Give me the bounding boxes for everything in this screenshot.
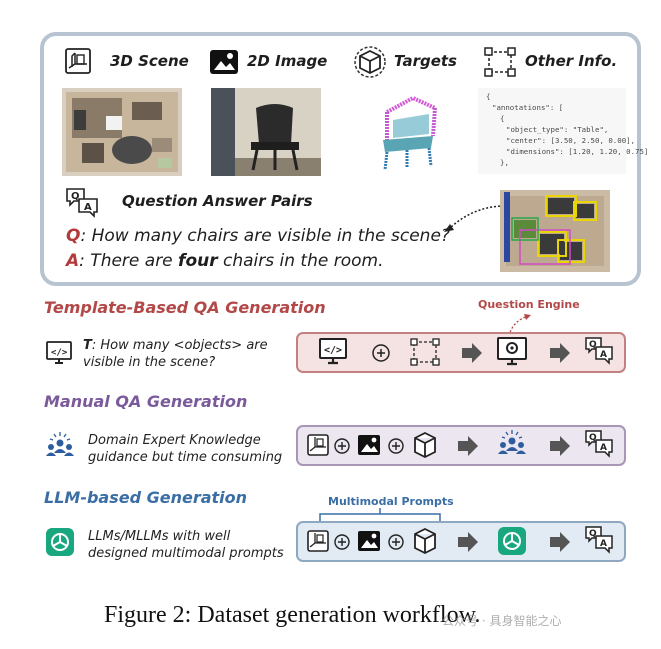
- svg-text:A: A: [600, 539, 607, 549]
- plus-icon: [335, 535, 349, 549]
- qa-chat-icon: Q A: [64, 186, 100, 218]
- svg-text:</>: </>: [51, 348, 68, 358]
- scene-label: 3D Scene: [110, 52, 189, 70]
- watermark: 公众号 · 具身智能之心: [442, 612, 561, 629]
- manual-pipeline-icons: Q A: [296, 425, 626, 466]
- llm-logo-icon: [45, 527, 75, 557]
- expert-group-icon: [498, 430, 526, 454]
- scene-3d-image: [62, 88, 182, 176]
- answer-prefix: A: [66, 251, 79, 271]
- question-example: Q: How many chairs are visible in the sc…: [66, 226, 450, 246]
- scene-3d-icon: [64, 47, 92, 75]
- qa-chat-icon: Q A: [586, 431, 612, 456]
- target-cube-icon: [415, 433, 435, 457]
- annotated-scene-image: [500, 190, 610, 272]
- scene-3d-icon: [308, 531, 328, 551]
- qa-pairs-label: Question Answer Pairs: [122, 192, 313, 210]
- targets-label: Targets: [394, 52, 457, 70]
- template-section-title: Template-Based QA Generation: [44, 298, 326, 317]
- image-icon: [208, 48, 240, 76]
- answer-example: A: There are four chairs in the room.: [66, 251, 383, 271]
- answer-text-bold: four: [178, 251, 218, 271]
- manual-section-title: Manual QA Generation: [44, 392, 247, 411]
- target-cube-icon: [353, 45, 387, 79]
- manual-desc-line2: guidance but time consuming: [88, 449, 282, 466]
- multimodal-prompts-label: Multimodal Prompts: [328, 495, 454, 508]
- code-monitor-icon: </>: [45, 340, 73, 366]
- arrow-right-icon: [550, 343, 570, 363]
- target-pointcloud: [373, 90, 445, 174]
- arrow-right-icon: [458, 436, 478, 456]
- svg-text:</>: </>: [324, 345, 342, 356]
- arrow-right-icon: [458, 532, 478, 552]
- question-prefix: Q: [66, 226, 80, 246]
- manual-description: Domain Expert Knowledge guidance but tim…: [88, 432, 282, 466]
- svg-text:A: A: [84, 202, 92, 213]
- llm-desc-line2: designed multimodal prompts: [88, 545, 284, 562]
- llm-pipeline-icons: Q A: [296, 521, 626, 562]
- arrow-right-icon: [550, 436, 570, 456]
- scene-3d-icon: [308, 435, 328, 455]
- llm-description: LLMs/MLLMs with well designed multimodal…: [88, 528, 284, 562]
- gear-monitor-icon: [498, 338, 526, 364]
- plus-icon: [335, 439, 349, 453]
- llm-logo-icon: [498, 527, 526, 555]
- qa-chat-icon: Q A: [586, 338, 612, 363]
- template-desc-line1: T: How many <objects> are: [83, 337, 268, 354]
- svg-text:A: A: [600, 443, 607, 453]
- manual-desc-line1: Domain Expert Knowledge: [88, 432, 282, 449]
- image-2d-photo: [211, 88, 321, 176]
- template-desc-line2: visible in the scene?: [83, 354, 268, 371]
- code-line: },: [500, 156, 509, 169]
- annotation-snippet: { "annotations": [ { "object_type": "Tab…: [478, 88, 626, 174]
- image-label: 2D Image: [247, 52, 327, 70]
- bbox-icon: [484, 47, 516, 77]
- template-pipeline-icons: </> Q A: [296, 332, 626, 373]
- code-line: "dimensions": [1.20, 1.20, 0.75]: [506, 145, 648, 158]
- svg-text:A: A: [600, 350, 607, 360]
- image-icon: [358, 531, 380, 551]
- other-info-label: Other Info.: [525, 52, 617, 70]
- arrow-right-icon: [550, 532, 570, 552]
- qa-chat-icon: Q A: [586, 527, 612, 552]
- llm-desc-line1: LLMs/MLLMs with well: [88, 528, 284, 545]
- answer-text-pre: : There are: [79, 251, 178, 271]
- code-line: {: [500, 112, 504, 125]
- image-icon: [358, 435, 380, 455]
- target-cube-icon: [415, 529, 435, 553]
- plus-icon: [389, 535, 403, 549]
- template-desc-text: : How many <objects> are: [92, 338, 268, 353]
- figure-caption: Figure 2: Dataset generation workflow.: [104, 602, 480, 629]
- bbox-icon: [411, 339, 439, 365]
- llm-section-title: LLM-based Generation: [44, 488, 247, 507]
- expert-group-icon: [44, 430, 76, 460]
- answer-text-post: chairs in the room.: [218, 251, 384, 271]
- code-line: {: [486, 90, 490, 103]
- plus-icon: [373, 345, 389, 361]
- template-description: T: How many <objects> are visible in the…: [83, 337, 268, 371]
- code-monitor-icon: </>: [320, 339, 346, 363]
- question-text: : How many chairs are visible in the sce…: [80, 226, 449, 246]
- plus-icon: [389, 439, 403, 453]
- arrow-right-icon: [462, 343, 482, 363]
- template-desc-prefix: T: [83, 338, 92, 353]
